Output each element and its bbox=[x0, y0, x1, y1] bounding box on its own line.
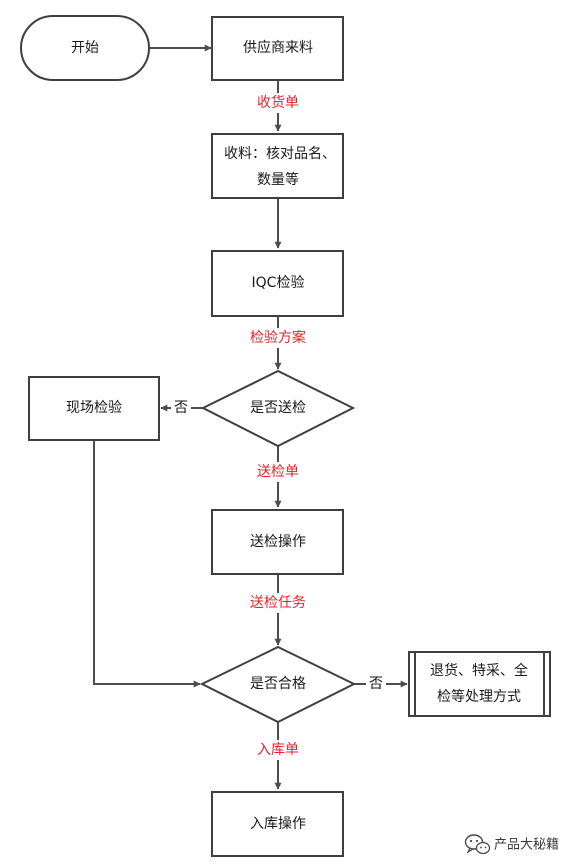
node-start-label: 开始 bbox=[71, 40, 99, 56]
watermark-text: 产品大秘籍 bbox=[494, 837, 559, 853]
wechat-icon bbox=[464, 834, 491, 855]
node-decision-send-label: 是否送检 bbox=[250, 400, 306, 416]
label-no-send: 否 bbox=[174, 400, 188, 416]
label-plan: 检验方案 bbox=[250, 329, 306, 346]
node-supplier-label: 供应商来料 bbox=[243, 39, 313, 56]
label-send-sheet: 送检单 bbox=[257, 464, 299, 480]
node-field-inspect: 现场检验 bbox=[28, 376, 160, 441]
node-send-op-label: 送检操作 bbox=[250, 534, 306, 550]
node-store-op-label: 入库操作 bbox=[250, 816, 306, 832]
node-receive: 收料：核对品名、 数量等 bbox=[211, 133, 344, 199]
label-send-task: 送检任务 bbox=[250, 595, 306, 611]
node-decision-pass: 是否合格 bbox=[199, 645, 357, 724]
node-iqc-label: IQC检验 bbox=[252, 275, 305, 291]
node-receive-label-line2: 数量等 bbox=[257, 171, 299, 188]
node-handle-label-line2: 检等处理方式 bbox=[437, 688, 521, 705]
node-field-inspect-label: 现场检验 bbox=[66, 400, 122, 416]
watermark: 产品大秘籍 bbox=[464, 834, 559, 855]
edge-field-decision-pass bbox=[93, 441, 201, 688]
node-send-op: 送检操作 bbox=[211, 509, 344, 575]
node-receive-label-line1: 收料：核对品名、 bbox=[224, 146, 336, 162]
node-decision-pass-label: 是否合格 bbox=[250, 676, 306, 692]
node-store-op: 入库操作 bbox=[211, 791, 344, 857]
label-store-sheet: 入库单 bbox=[257, 742, 299, 758]
node-supplier: 供应商来料 bbox=[211, 16, 344, 81]
node-decision-send: 是否送检 bbox=[200, 369, 356, 448]
edge-labels: 收货单 检验方案 否 送检单 送检任务 否 入库单 bbox=[171, 93, 386, 760]
label-receipt: 收货单 bbox=[257, 94, 299, 111]
node-iqc: IQC检验 bbox=[211, 250, 344, 317]
node-start: 开始 bbox=[20, 15, 150, 81]
node-handle-label-line1: 退货、特采、全 bbox=[430, 662, 528, 679]
label-no-pass: 否 bbox=[369, 676, 383, 692]
node-handle: 退货、特采、全 检等处理方式 bbox=[408, 651, 551, 717]
